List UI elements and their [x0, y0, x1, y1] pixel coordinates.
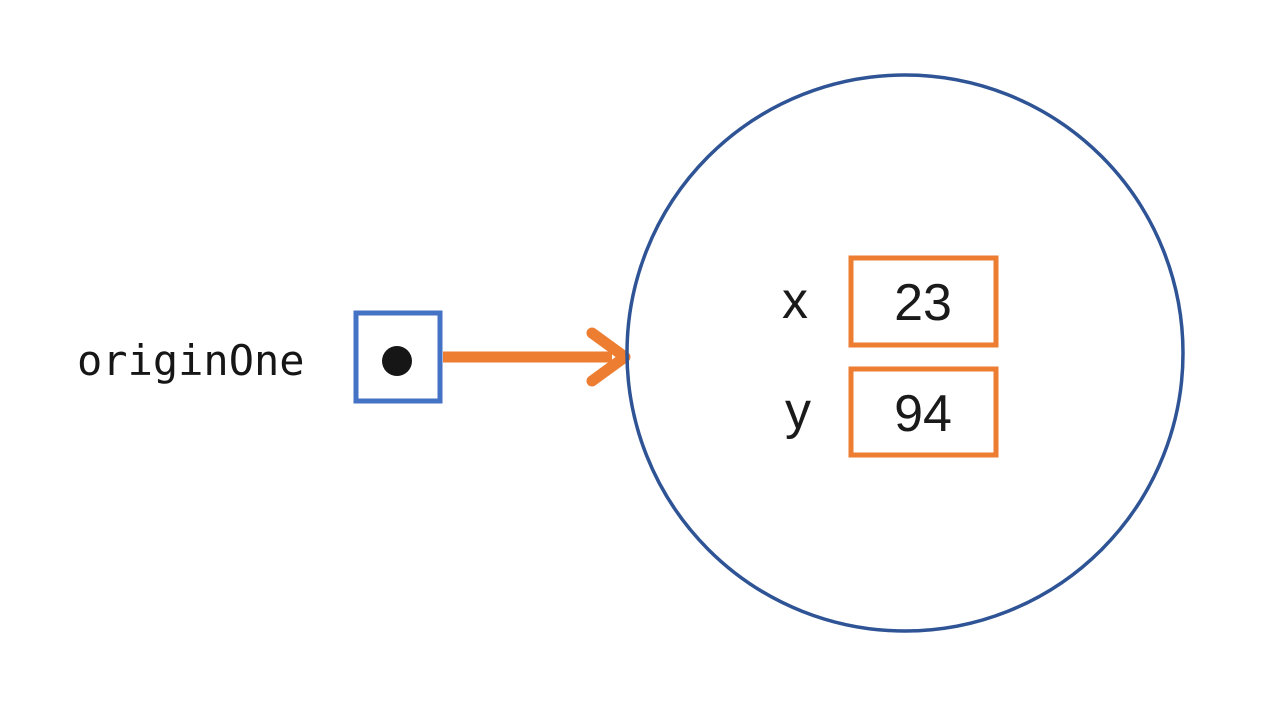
arrow-head-icon [586, 327, 631, 387]
object-circle [625, 73, 1185, 633]
attribute-y-value-box [848, 366, 999, 458]
reference-dot-icon [382, 346, 412, 376]
reference-box [353, 310, 443, 404]
variable-name-label: originOne [77, 336, 305, 385]
attribute-x-name: x [782, 272, 808, 330]
attribute-y-name: y [785, 382, 811, 440]
attribute-y-value: 94 [894, 385, 952, 443]
reference-arrow [443, 327, 631, 387]
attribute-x-value-box [848, 255, 999, 348]
attribute-x-value: 23 [894, 274, 952, 332]
